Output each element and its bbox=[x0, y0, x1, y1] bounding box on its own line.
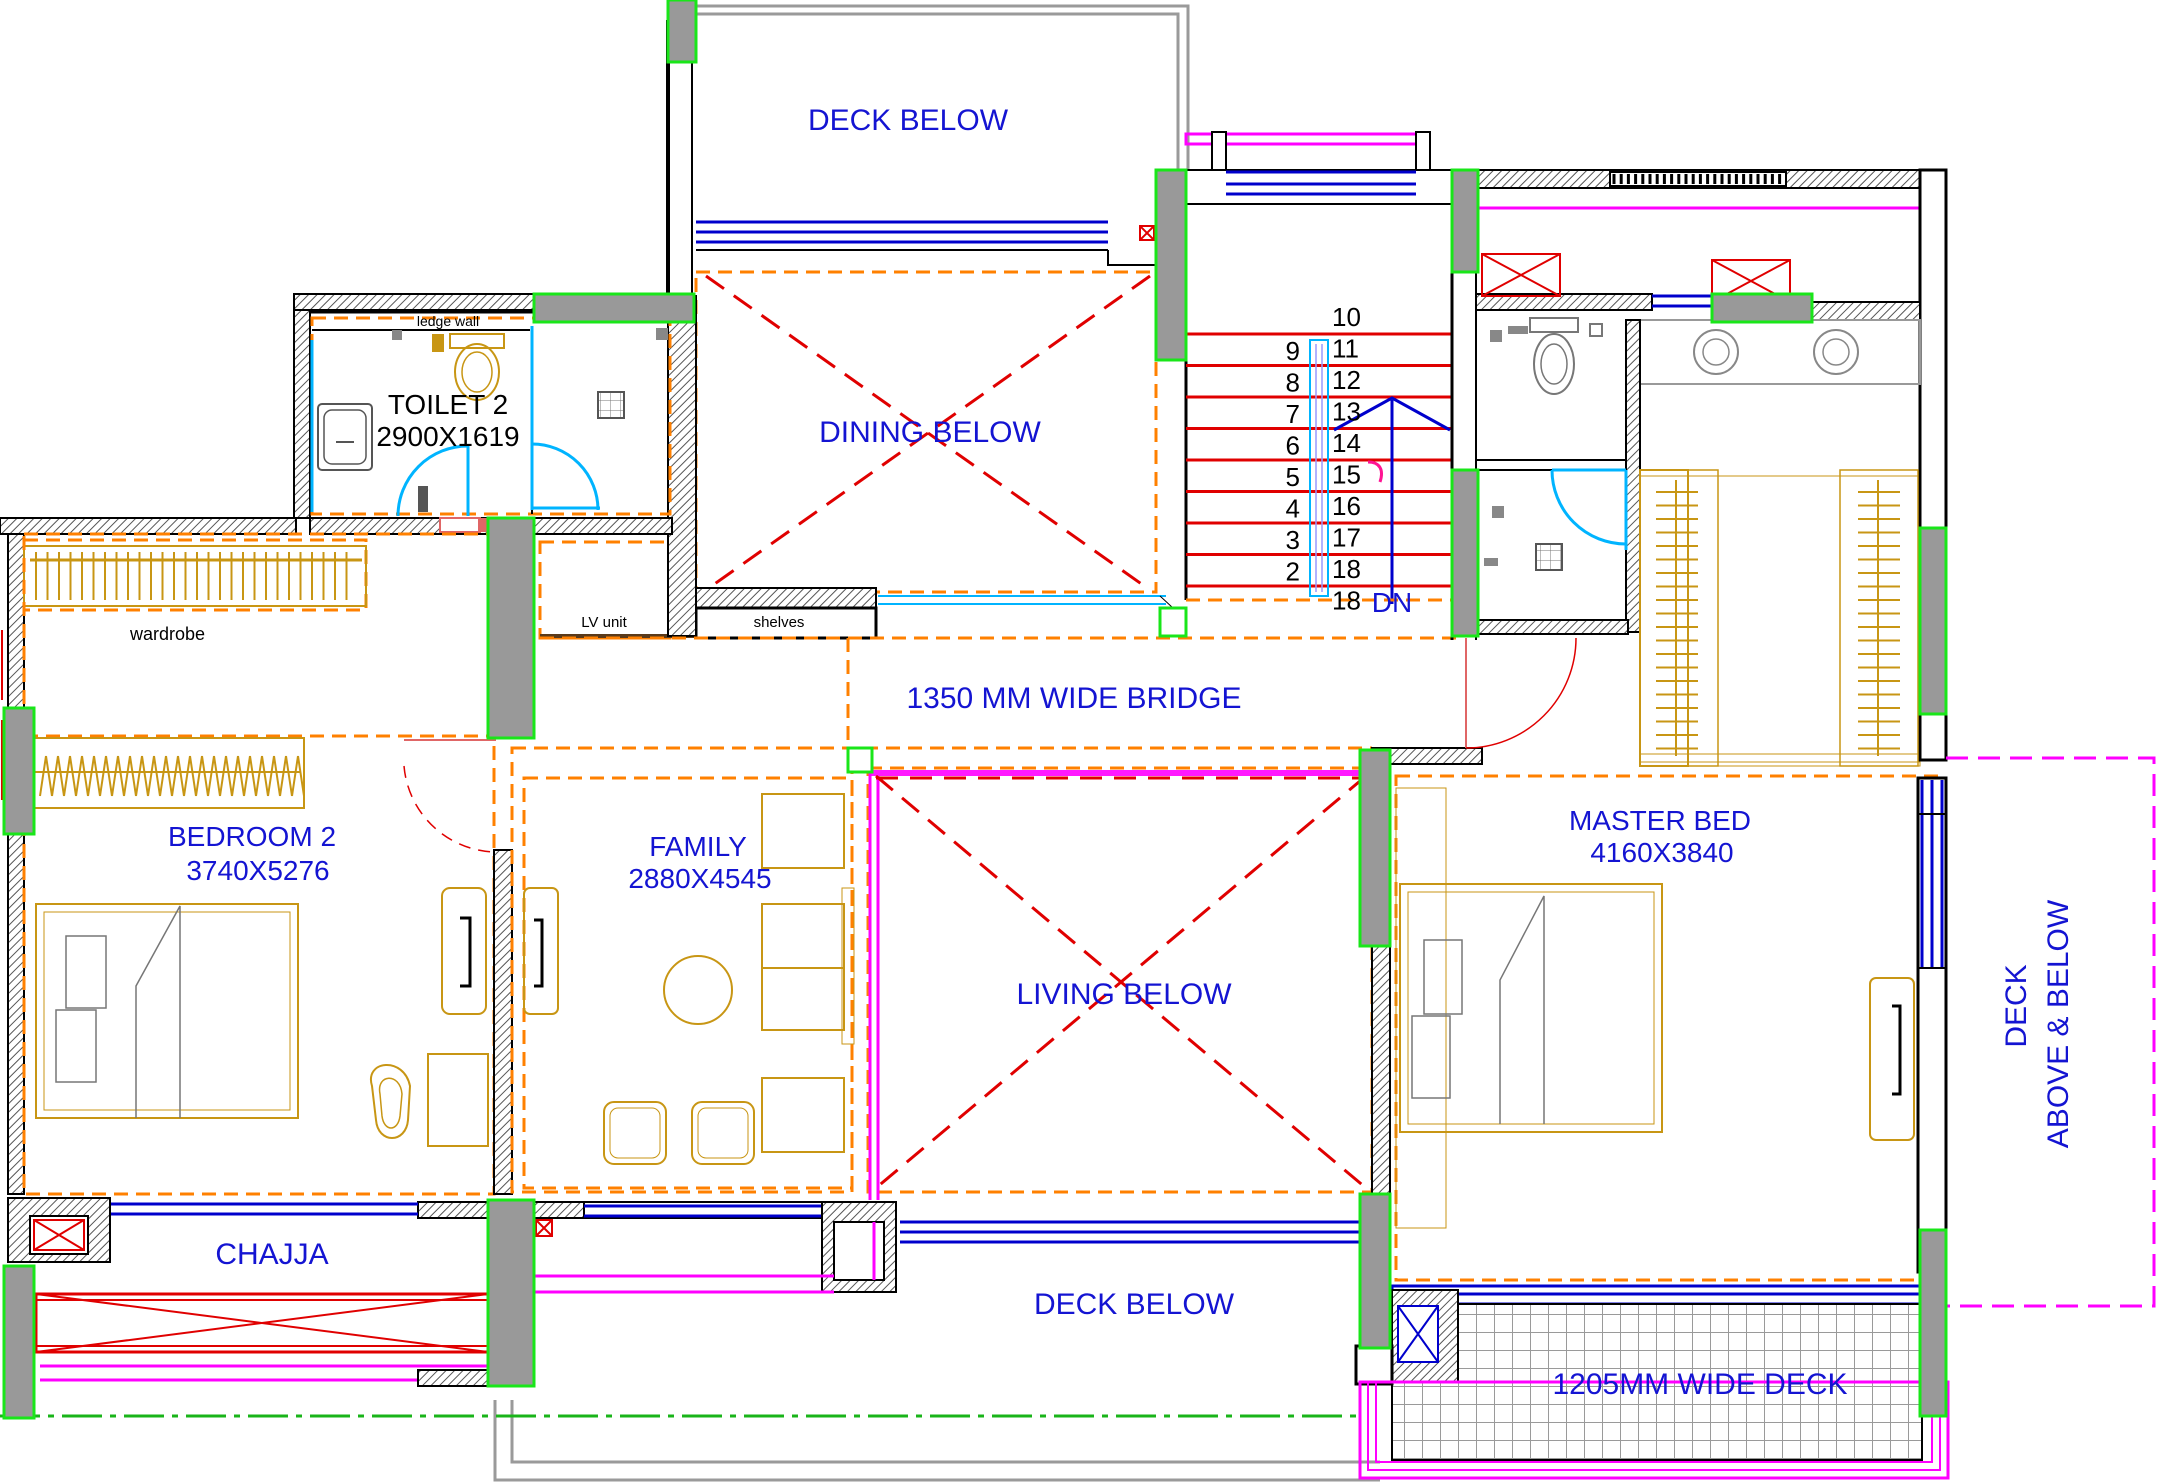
staircase bbox=[1159, 131, 1454, 621]
stair-left-number: 3 bbox=[1286, 525, 1300, 555]
master-name-label: MASTER BED bbox=[1569, 805, 1751, 836]
stair-right-number: 17 bbox=[1332, 523, 1361, 553]
toilet2-size-label: 2900X1619 bbox=[376, 421, 519, 452]
dining-below-label: DINING BELOW bbox=[819, 416, 1041, 449]
bedroom2-name-label: BEDROOM 2 bbox=[168, 821, 336, 852]
stair-left-number: 9 bbox=[1286, 336, 1300, 366]
master-size-label: 4160X3840 bbox=[1590, 837, 1733, 868]
stair-left-number: 8 bbox=[1286, 368, 1300, 398]
living-below-label: LIVING BELOW bbox=[1016, 978, 1232, 1011]
deck-below-top-label: DECK BELOW bbox=[808, 104, 1009, 137]
toilet2-name-label: TOILET 2 bbox=[388, 389, 508, 420]
stair-right-number: 18 bbox=[1332, 554, 1361, 584]
ledge-wall-label: ledge wall bbox=[417, 313, 479, 329]
family-size-label: 2880X4545 bbox=[628, 863, 771, 894]
shelves-label: shelves bbox=[754, 614, 805, 631]
stair-dn-label: DN bbox=[1372, 587, 1412, 618]
stair-node bbox=[1158, 606, 1188, 638]
stair-right-number: 15 bbox=[1332, 460, 1361, 490]
top-deck-area bbox=[666, 20, 1160, 300]
bridge-area bbox=[512, 595, 1577, 765]
side-deck-label-line2: ABOVE & BELOW bbox=[2042, 899, 2075, 1148]
family-name-label: FAMILY bbox=[649, 831, 747, 862]
deck-outline-lines bbox=[493, 4, 1380, 1482]
stair-right-number: 11 bbox=[1332, 334, 1359, 364]
family-room bbox=[510, 746, 855, 1194]
stair-right-number: 14 bbox=[1332, 428, 1361, 458]
stair-left-number: 7 bbox=[1286, 399, 1300, 429]
living-below-opening bbox=[866, 766, 1374, 1200]
bottom-deck-area bbox=[7, 1197, 1360, 1387]
stair-left-number: 6 bbox=[1286, 431, 1300, 461]
stair-left-number: 5 bbox=[1286, 462, 1300, 492]
deck-below-bottom-label: DECK BELOW bbox=[1034, 1288, 1235, 1321]
bedroom2-size-label: 3740X5276 bbox=[186, 855, 329, 886]
lv-unit-label: LV unit bbox=[581, 614, 627, 631]
stair-right-number: 10 bbox=[1332, 302, 1361, 332]
master-toilet bbox=[1450, 168, 1948, 767]
side-deck-label-line1: DECK bbox=[2000, 964, 2033, 1047]
stair-left-number: 4 bbox=[1286, 494, 1300, 524]
wardrobe-label: wardrobe bbox=[129, 624, 205, 644]
bridge-label: 1350 MM WIDE BRIDGE bbox=[906, 682, 1241, 715]
chajja-label: CHAJJA bbox=[215, 1238, 328, 1271]
partition-walls-center bbox=[538, 295, 878, 640]
structural-columns bbox=[2, 0, 1948, 1420]
stair-right-number: 18 bbox=[1332, 586, 1361, 616]
stair-left-number: 2 bbox=[1286, 557, 1300, 587]
side-deck-label: DECK ABOVE & BELOW bbox=[2000, 899, 2075, 1148]
stair-right-number: 12 bbox=[1332, 365, 1361, 395]
wide-deck-area bbox=[1354, 1284, 1950, 1480]
wide-deck-label: 1205MM WIDE DECK bbox=[1552, 1368, 1847, 1401]
bedroom-2 bbox=[0, 517, 513, 1196]
side-deck-outline bbox=[1946, 756, 2156, 1308]
stair-right-number: 16 bbox=[1332, 491, 1361, 521]
bridge-node bbox=[846, 746, 874, 774]
stair-right-number: 13 bbox=[1332, 397, 1361, 427]
